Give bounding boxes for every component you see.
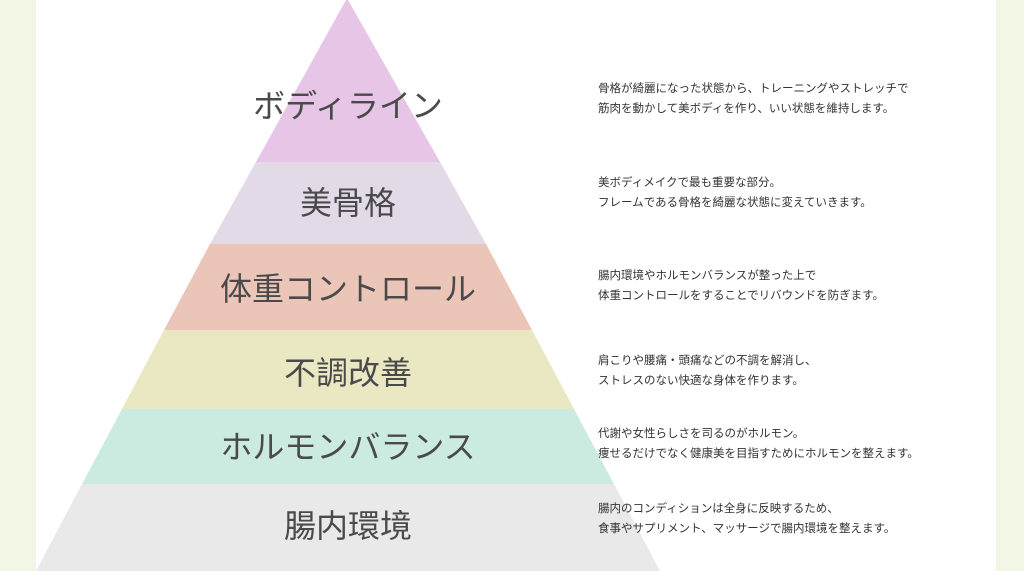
tier-3-shape <box>164 244 532 330</box>
tier-1-description-line-2: 筋肉を動かして美ボディを作り、いい状態を維持します。 <box>598 101 895 115</box>
tier-6-shape <box>36 484 660 571</box>
tier-2-description-line-2: フレームである骨格を綺麗な状態に変えていきます。 <box>598 195 872 209</box>
tier-5-description-line-2: 痩せるだけでなく健康美を目指すためにホルモンを整えます。 <box>598 446 919 460</box>
tier-2-description: 美ボディメイクで最も重要な部分。 フレームである骨格を綺麗な状態に変えていきます… <box>598 172 998 212</box>
tier-6-description-line-1: 腸内のコンディションは全身に反映するため、 <box>598 501 839 515</box>
tier-2-label: 美骨格 <box>300 184 396 222</box>
tier-5-description: 代謝や女性らしさを司るのがホルモン。 痩せるだけでなく健康美を目指すためにホルモ… <box>598 423 998 463</box>
tier-1-description-line-1: 骨格が綺麗になった状態から、トレーニングやストレッチで <box>598 81 909 95</box>
tier-1-shape <box>256 0 440 162</box>
tier-6-label: 腸内環境 <box>284 507 412 545</box>
tier-4-description-line-2: ストレスのない快適な身体を作ります。 <box>598 373 804 387</box>
tier-2-description-line-1: 美ボディメイクで最も重要な部分。 <box>598 175 781 189</box>
tier-2-shape <box>210 162 486 244</box>
tier-1-description: 骨格が綺麗になった状態から、トレーニングやストレッチで 筋肉を動かして美ボディを… <box>598 78 998 118</box>
tier-3-description-line-2: 体重コントロールをすることでリバウンドを防ぎます。 <box>598 288 885 302</box>
tier-4-description-line-1: 肩こりや腰痛・頭痛などの不調を解消し、 <box>598 353 817 367</box>
tier-5-label: ホルモンバランス <box>220 428 475 466</box>
tier-3-description-line-1: 腸内環境やホルモンバランスが整った上で <box>598 268 817 282</box>
tier-5-description-line-1: 代謝や女性らしさを司るのがホルモン。 <box>598 426 805 440</box>
tier-3-description: 腸内環境やホルモンバランスが整った上で 体重コントロールをすることでリバウンドを… <box>598 265 998 305</box>
tier-4-shape <box>122 330 574 409</box>
tier-1-label: ボディライン <box>253 87 443 125</box>
tier-6-description: 腸内のコンディションは全身に反映するため、 食事やサプリメント、マッサージで腸内… <box>598 498 998 538</box>
tier-5-shape <box>82 409 614 484</box>
tier-4-label: 不調改善 <box>284 354 412 392</box>
tier-6-description-line-2: 食事やサプリメント、マッサージで腸内環境を整えます。 <box>598 521 896 535</box>
tier-4-description: 肩こりや腰痛・頭痛などの不調を解消し、 ストレスのない快適な身体を作ります。 <box>598 350 998 390</box>
tier-3-label: 体重コントロール <box>220 270 476 308</box>
